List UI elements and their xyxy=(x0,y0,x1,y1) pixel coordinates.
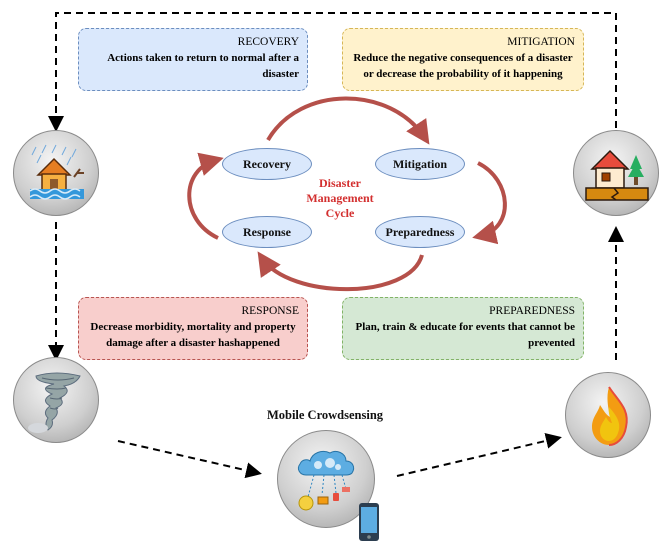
tornado-icon xyxy=(13,357,99,443)
stage-mitigation: Mitigation xyxy=(375,148,465,180)
flooded-house-icon xyxy=(13,130,99,216)
recovery-box-title: RECOVERY xyxy=(237,36,299,48)
cloud-network-icon xyxy=(277,430,375,528)
recovery-box-text: Actions taken to return to normal after … xyxy=(107,52,299,80)
cycle-title-line3: Cycle xyxy=(325,206,355,220)
preparedness-box-title: PREPAREDNESS xyxy=(489,305,575,317)
stage-response: Response xyxy=(222,216,312,248)
mitigation-box-text: Reduce the negative consequences of a di… xyxy=(353,52,573,80)
stage-recovery: Recovery xyxy=(222,148,312,180)
smartphone-icon xyxy=(358,502,380,542)
flow-arrow-bottom-right xyxy=(396,432,562,477)
mitigation-box-title: MITIGATION xyxy=(507,36,575,48)
cycle-title-line2: Management xyxy=(306,191,374,205)
flow-arrow-bottom-left xyxy=(117,440,262,479)
cycle-arrow-top xyxy=(266,96,430,145)
recovery-info-box: RECOVERY Actions taken to return to norm… xyxy=(78,28,308,91)
stage-preparedness: Preparedness xyxy=(375,216,465,248)
cycle-arrow-left xyxy=(187,152,224,240)
mobile-crowdsensing-title: Mobile Crowdsensing xyxy=(266,408,384,422)
cycle-title-line1: Disaster xyxy=(319,176,361,190)
cycle-title: Disaster Management Cycle xyxy=(300,176,380,221)
fire-icon xyxy=(565,372,651,458)
response-info-box: RESPONSE Decrease morbidity, mortality a… xyxy=(78,297,308,360)
earthquake-house-icon xyxy=(573,130,659,216)
mitigation-info-box: MITIGATION Reduce the negative consequen… xyxy=(342,28,584,91)
preparedness-box-text: Plan, train & educate for events that ca… xyxy=(355,321,575,349)
response-box-title: RESPONSE xyxy=(241,305,299,317)
response-box-text: Decrease morbidity, mortality and proper… xyxy=(90,321,296,349)
cycle-arrow-bottom xyxy=(257,251,424,292)
preparedness-info-box: PREPAREDNESS Plan, train & educate for e… xyxy=(342,297,584,360)
flow-arrow-top xyxy=(48,12,617,132)
cycle-arrow-right xyxy=(472,161,507,245)
